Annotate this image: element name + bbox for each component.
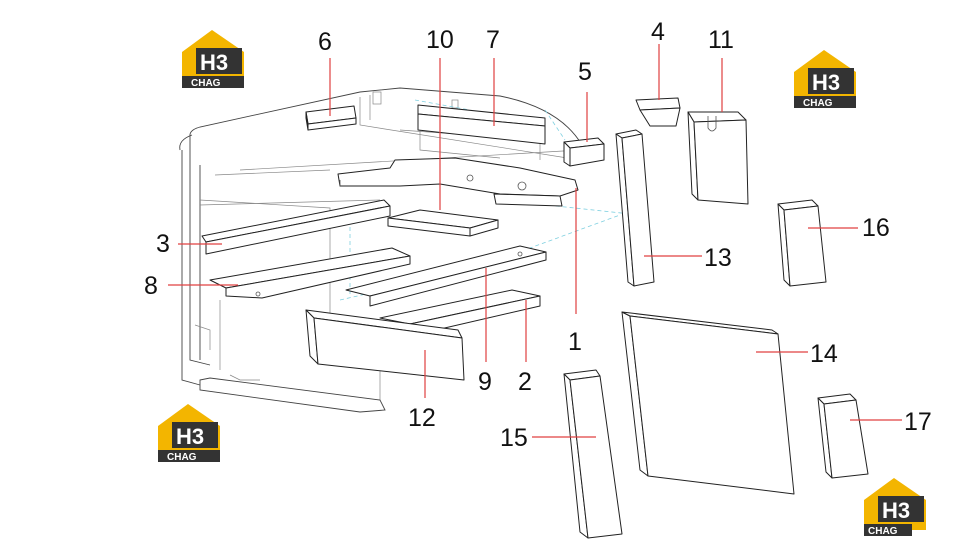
logo-bottom-left: H3 CHAG bbox=[158, 404, 220, 463]
callout-15: 15 bbox=[500, 424, 528, 452]
callout-14: 14 bbox=[810, 340, 838, 368]
part-9 bbox=[345, 245, 547, 307]
callout-7: 7 bbox=[486, 26, 500, 54]
callout-1: 1 bbox=[568, 328, 582, 356]
logo-bottom-right: H3 CHAG bbox=[864, 478, 926, 537]
logo-mark: H3 bbox=[176, 424, 204, 449]
part-1-plate bbox=[337, 157, 579, 207]
callout-12: 12 bbox=[408, 404, 436, 432]
callout-17: 17 bbox=[904, 408, 932, 436]
callout-labels: 6 10 7 5 4 11 3 8 9 2 1 12 13 16 14 15 1… bbox=[144, 18, 932, 452]
logo-subtitle: CHAG bbox=[167, 452, 197, 463]
callout-9: 9 bbox=[478, 368, 492, 396]
logo-subtitle: CHAG bbox=[191, 78, 221, 89]
callout-3: 3 bbox=[156, 230, 170, 258]
part-12 bbox=[305, 309, 465, 381]
callout-5: 5 bbox=[578, 58, 592, 86]
part-16 bbox=[777, 199, 827, 287]
callout-6: 6 bbox=[318, 28, 332, 56]
part-17 bbox=[817, 393, 869, 479]
logo-top-right: H3 CHAG bbox=[794, 50, 856, 109]
callout-16: 16 bbox=[862, 214, 890, 242]
callout-10: 10 bbox=[426, 26, 454, 54]
part-3 bbox=[201, 199, 391, 255]
part-4 bbox=[635, 97, 681, 127]
logo-subtitle: CHAG bbox=[803, 98, 833, 109]
logo-mark: H3 bbox=[812, 70, 840, 95]
part-2 bbox=[379, 289, 541, 337]
part-5 bbox=[563, 137, 605, 167]
leader-lines bbox=[168, 44, 902, 438]
callout-13: 13 bbox=[704, 244, 732, 272]
part-10 bbox=[387, 209, 499, 237]
part-13 bbox=[615, 129, 655, 287]
logo-top-left: H3 CHAG bbox=[182, 30, 244, 89]
part-6 bbox=[305, 105, 357, 131]
callout-4: 4 bbox=[651, 18, 665, 46]
logo-mark: H3 bbox=[882, 498, 910, 523]
part-15 bbox=[563, 369, 623, 539]
logo-mark: H3 bbox=[200, 50, 228, 75]
callout-8: 8 bbox=[144, 272, 158, 300]
logo-subtitle: CHAG bbox=[868, 526, 898, 537]
part-7 bbox=[417, 104, 546, 145]
part-11 bbox=[687, 111, 749, 205]
part-14 bbox=[621, 311, 795, 495]
callout-11: 11 bbox=[708, 26, 734, 54]
callout-2: 2 bbox=[518, 368, 532, 396]
